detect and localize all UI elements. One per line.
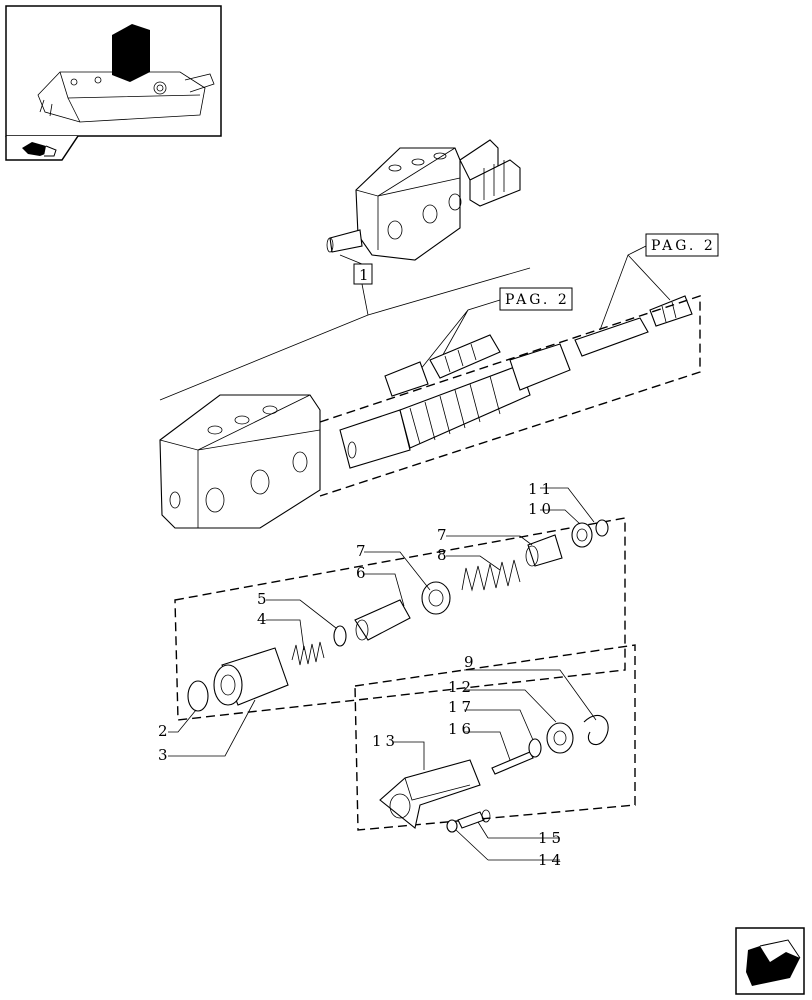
page-reference-1-label: PAG. 2 (505, 292, 570, 308)
valve-body (159, 394, 321, 529)
callout-11: 11 (528, 480, 555, 498)
callout-9: 9 (464, 653, 478, 671)
callout-15: 15 (538, 829, 565, 847)
washer-17 (528, 738, 542, 758)
page-reference-1[interactable]: PAG. 2 (499, 287, 573, 311)
callout-3: 3 (158, 746, 172, 764)
spring-8 (461, 559, 521, 592)
next-page-arrow-icon[interactable] (735, 927, 805, 995)
pin-16 (491, 751, 534, 775)
reference-box-1[interactable]: 1 (353, 263, 373, 285)
spring-4 (291, 641, 325, 666)
o-ring-2 (187, 680, 209, 712)
sleeve-3 (213, 647, 289, 706)
callout-16: 16 (448, 720, 475, 738)
callout-2: 2 (158, 722, 172, 740)
check-valve-right (574, 295, 693, 357)
page-reference-2-label: PAG. 2 (651, 238, 716, 254)
cap-12 (546, 722, 574, 754)
reference-box-label: 1 (359, 266, 373, 284)
callout-10: 10 (528, 500, 555, 518)
check-valve-left (384, 334, 501, 397)
thumbnail-lift-cover-icon[interactable] (5, 5, 222, 137)
cover-13 (379, 759, 481, 829)
clip-9 (583, 715, 609, 746)
ring-5 (333, 625, 347, 647)
callout-14: 14 (538, 851, 565, 869)
callout-7a: 7 (437, 526, 451, 544)
cap-7 (421, 581, 451, 615)
valve-assembly-overview (326, 139, 521, 261)
washer-10 (571, 522, 593, 548)
callout-17: 17 (448, 698, 475, 716)
callout-5: 5 (257, 590, 271, 608)
callout-13: 13 (372, 732, 399, 750)
book-tab-icon[interactable] (5, 135, 79, 161)
screw-15 (457, 809, 491, 829)
callout-6: 6 (356, 564, 370, 582)
circlip-11 (595, 519, 609, 537)
cap-7b (525, 534, 563, 567)
washer-14 (446, 819, 458, 833)
callout-7b: 7 (356, 542, 370, 560)
callout-8: 8 (437, 546, 451, 564)
callout-12: 12 (448, 678, 475, 696)
callout-4: 4 (257, 610, 271, 628)
spool (339, 343, 571, 469)
piston-6 (354, 599, 411, 641)
page-reference-2[interactable]: PAG. 2 (645, 233, 719, 257)
